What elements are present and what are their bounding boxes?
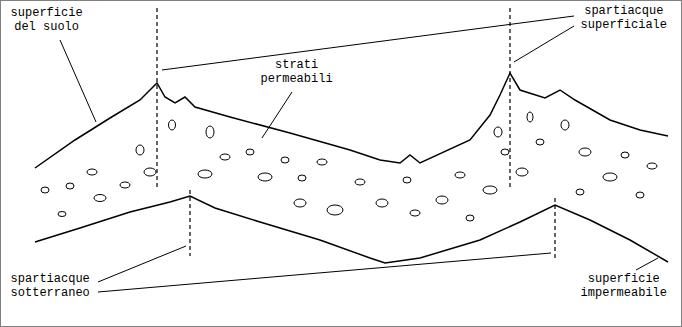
impermeable-surface [35, 196, 668, 263]
ground-surface [35, 73, 668, 168]
pebbles [41, 112, 657, 221]
permeable-layers-label: strati permeabili [256, 58, 337, 86]
watershed-lines [157, 8, 555, 258]
surface-watershed-label: spartiacque superficiale [576, 4, 672, 32]
impermeable-surface-label: superficie impermeabile [576, 272, 672, 300]
subsurface-watershed-label: spartiacque sotterraneo [6, 272, 94, 300]
leader-lines [60, 16, 658, 292]
ground-surface-label: superficie del suolo [6, 6, 87, 34]
